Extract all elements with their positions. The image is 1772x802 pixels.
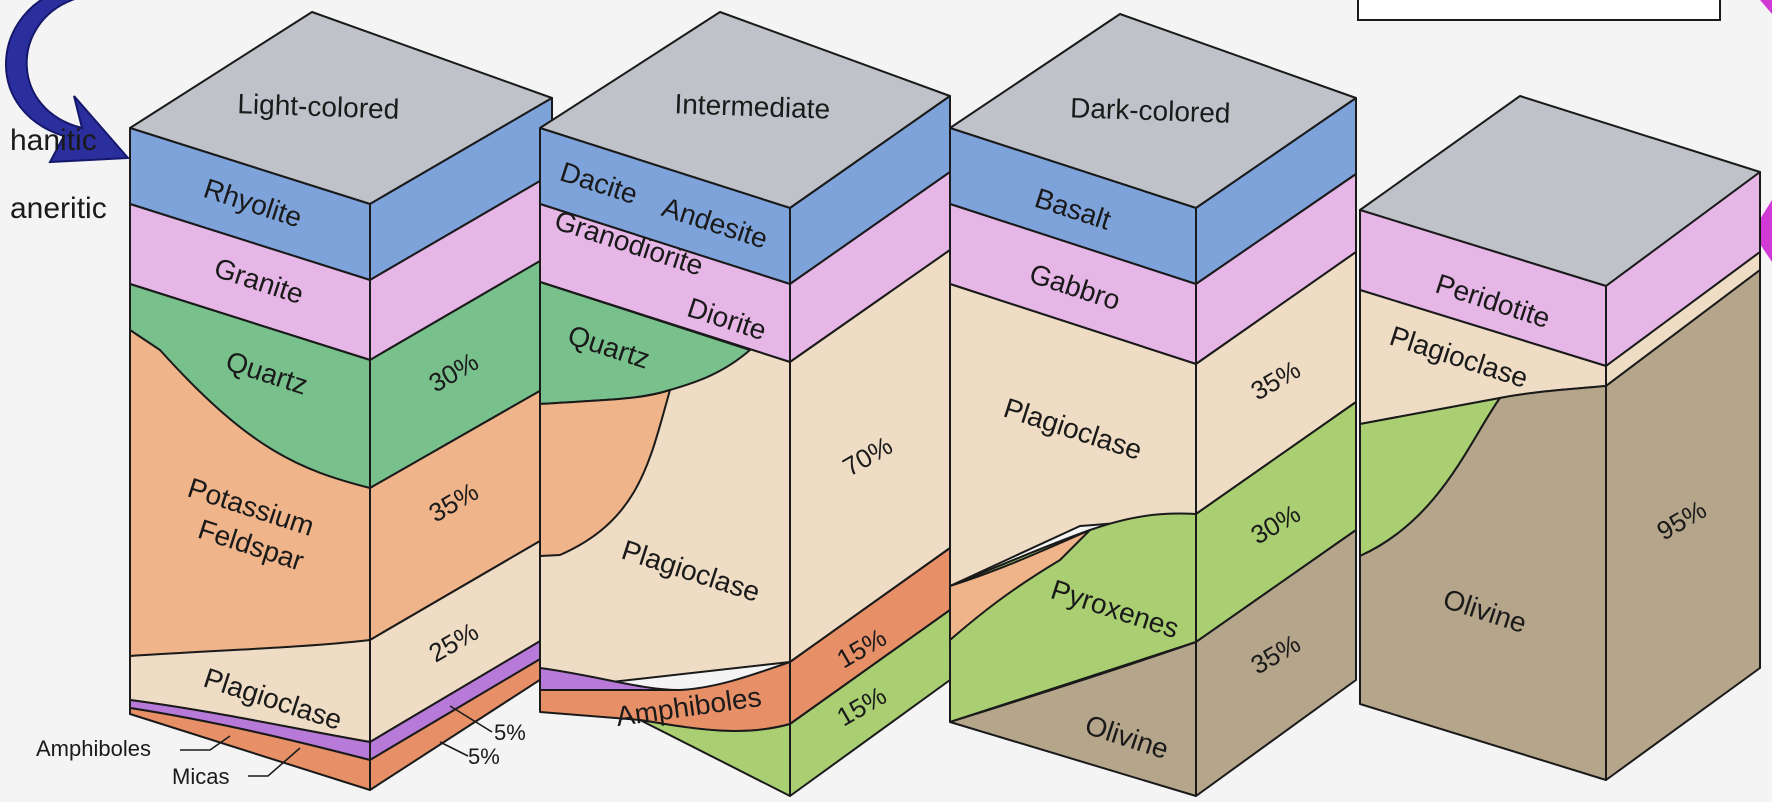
magenta-arrow-corner-icon (1760, 0, 1772, 14)
block2-category: Intermediate (674, 88, 831, 124)
block3-category: Dark-colored (1070, 92, 1231, 129)
block1-micas-percent: 5% (494, 720, 526, 745)
block-intermediate: Intermediate Dacite Andesite Granodiorit… (540, 12, 950, 796)
blank-text-box[interactable] (1358, 0, 1720, 20)
block-ultramafic: Peridotite Plagioclase Olivine 95% (1360, 96, 1760, 780)
block-light-colored: Light-colored Rhyolite Granite Quartz Po… (36, 12, 552, 790)
side-label-texture-2: aneritic (10, 192, 107, 225)
side-label-texture-1: hanitic (10, 124, 97, 157)
block-dark-colored: Dark-colored Basalt Gabbro Plagioclase P… (950, 14, 1356, 796)
block2-front-pyroxenes (640, 720, 790, 796)
block1-micas-callout: Micas (172, 764, 229, 789)
block1-amphiboles-callout: Amphiboles (36, 736, 151, 761)
block1-amphiboles-percent-leader (440, 742, 468, 756)
block1-category: Light-colored (237, 88, 400, 125)
block1-amphiboles-percent: 5% (468, 744, 500, 769)
